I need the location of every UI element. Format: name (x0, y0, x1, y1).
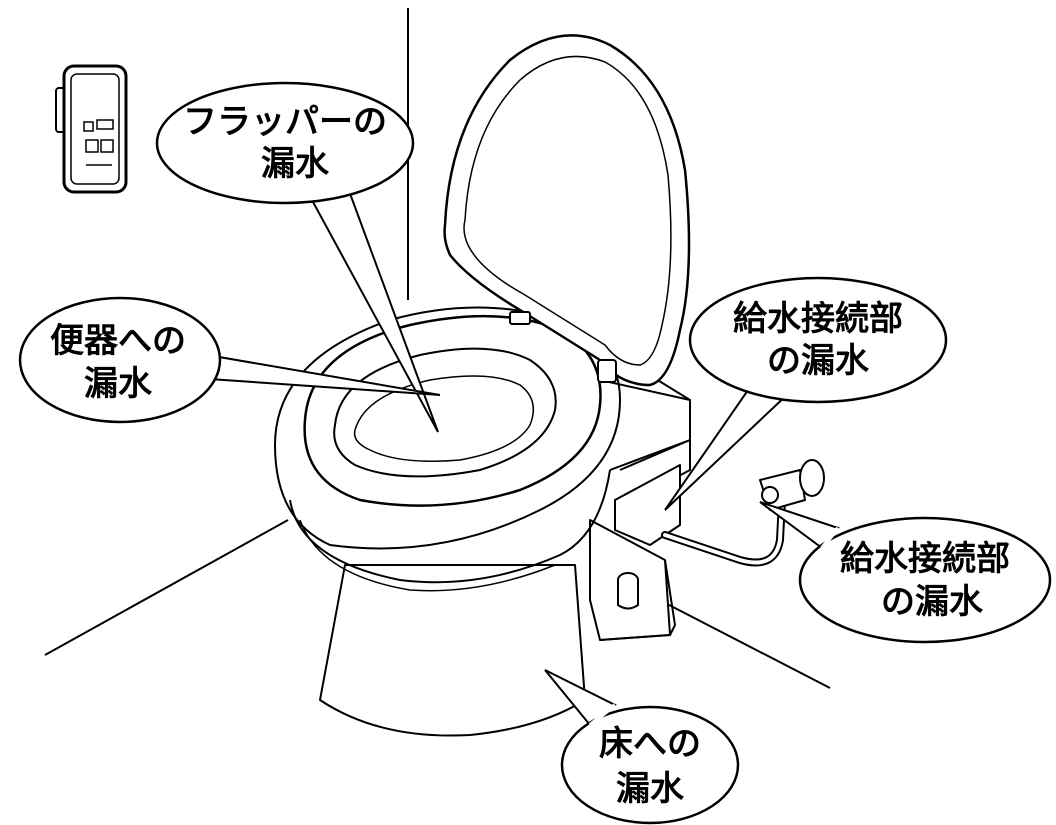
callout-floor-line1: 床への (599, 724, 701, 764)
callout-flapper-line2: 漏水 (261, 144, 330, 184)
callout-bowl-line1: 便器への (50, 321, 186, 361)
toilet-illustration (274, 34, 825, 737)
callout-flapper-line1: フラッパーの (183, 102, 387, 142)
callout-supply-leak-right: 給水接続部 の漏水 (759, 501, 1052, 644)
callout-floor-leak: 床への 漏水 (544, 669, 740, 825)
callout-flapper-leak: フラッパーの 漏水 (155, 81, 439, 433)
callout-bowl-leak: 便器への 漏水 (18, 296, 441, 424)
callout-supply-leak-top: 給水接続部 の漏水 (664, 276, 948, 511)
remote-control-icon (55, 64, 128, 194)
callout-floor-line2: 漏水 (616, 769, 685, 809)
callout-supply-right-line1: 給水接続部 (840, 539, 1010, 579)
callout-bowl-line2: 漏水 (84, 364, 153, 404)
callout-supply-top-line1: 給水接続部 (733, 299, 903, 339)
callout-supply-right-line2: の漏水 (881, 582, 984, 622)
callout-supply-top-line2: の漏水 (767, 341, 870, 381)
